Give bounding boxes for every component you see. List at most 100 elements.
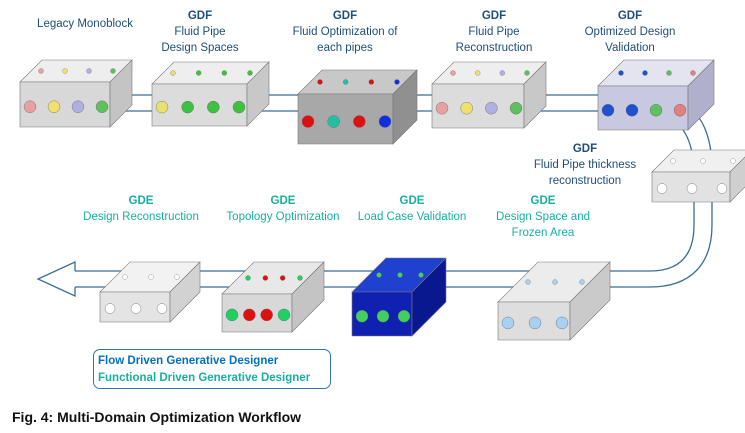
port-mark — [355, 310, 369, 323]
step-tag: GDE — [530, 195, 556, 207]
step-tag: GDF — [332, 10, 358, 22]
step-title: Design Space and — [496, 211, 590, 223]
arrow-head-left-icon — [36, 260, 76, 298]
port-mark — [378, 115, 392, 128]
block-design-reconstruction — [99, 261, 201, 323]
port-mark — [86, 68, 92, 74]
port-mark — [243, 308, 256, 322]
port-mark — [71, 100, 85, 113]
port-mark — [196, 70, 202, 76]
port-mark — [501, 316, 515, 330]
port-mark — [673, 103, 687, 117]
step-title-line2: reconstruction — [548, 175, 622, 187]
step-tag: GDF — [481, 10, 507, 22]
block-pipe-reconstruction — [431, 61, 547, 129]
port-mark — [104, 303, 116, 314]
port-mark — [110, 68, 116, 74]
port-mark — [260, 308, 273, 322]
port-mark — [649, 103, 663, 117]
port-mark — [353, 115, 366, 128]
step-title-line2: Frozen Area — [511, 227, 575, 239]
port-mark — [232, 100, 246, 114]
step-title: Fluid Pipe — [174, 26, 226, 38]
step-design-reconstruction: GDE Design Reconstruction — [83, 193, 199, 225]
port-mark — [460, 101, 473, 115]
block-load-case-validation — [351, 257, 447, 337]
port-mark — [262, 275, 268, 281]
step-tag: GDF — [572, 143, 598, 155]
figure-caption: Fig. 4: Multi-Domain Optimization Workfl… — [12, 409, 302, 425]
port-mark — [552, 279, 558, 285]
port-mark — [245, 275, 251, 281]
block-optimized-validation — [597, 59, 715, 131]
port-mark — [368, 79, 374, 85]
port-mark — [280, 275, 286, 281]
port-mark — [475, 70, 481, 76]
port-mark — [700, 158, 706, 164]
step-tag: GDE — [399, 195, 425, 207]
step-title-line2: each pipes — [317, 42, 373, 54]
port-mark — [317, 79, 323, 85]
step-load-case-validation: GDE Load Case Validation — [358, 193, 466, 225]
port-mark — [642, 70, 648, 76]
legend-functional-driven: Functional Driven Generative Designer — [98, 372, 311, 384]
block-design-spaces — [151, 61, 270, 127]
port-mark — [47, 100, 61, 113]
port-mark — [579, 279, 585, 285]
step-title: Design Reconstruction — [83, 211, 199, 223]
port-mark — [95, 100, 109, 113]
port-mark — [601, 103, 615, 117]
port-mark — [524, 70, 530, 76]
port-mark — [397, 310, 411, 323]
step-title: Fluid Optimization of — [292, 26, 398, 38]
step-title: Load Case Validation — [357, 211, 467, 223]
step-optimized-design-validation: GDF Optimized Design Validation — [585, 8, 676, 56]
port-mark — [155, 100, 169, 114]
port-mark — [509, 101, 523, 115]
port-mark — [618, 70, 624, 76]
step-fluid-pipe-design-spaces: GDF Fluid Pipe Design Spaces — [161, 8, 238, 56]
block-legacy-monoblock — [19, 59, 133, 128]
port-mark — [122, 274, 128, 280]
port-mark — [435, 101, 449, 115]
step-title-line2: Design Spaces — [161, 42, 239, 54]
port-mark — [525, 279, 531, 285]
port-mark — [343, 79, 349, 85]
step-tag: GDE — [128, 195, 154, 207]
port-mark — [225, 308, 239, 322]
block-topology-optimization — [221, 261, 325, 333]
port-mark — [670, 158, 676, 164]
port-mark — [174, 274, 180, 280]
port-mark — [528, 316, 542, 330]
step-title: Legacy Monoblock — [37, 18, 133, 30]
step-title: Optimized Design — [584, 26, 676, 38]
legend-box: Flow Driven Generative Designer Function… — [93, 349, 331, 389]
step-fluid-optimization: GDF Fluid Optimization of each pipes — [293, 8, 398, 56]
port-mark — [181, 100, 194, 114]
port-mark — [394, 79, 400, 85]
block-design-space-frozen — [497, 261, 611, 341]
port-mark — [397, 272, 403, 278]
port-mark — [301, 115, 315, 128]
port-mark — [690, 70, 696, 76]
port-mark — [376, 272, 382, 278]
port-mark — [555, 316, 569, 330]
step-title: Fluid Pipe — [468, 26, 520, 38]
port-mark — [716, 183, 728, 194]
step-title-line2: Validation — [605, 42, 655, 54]
step-fluid-pipe-reconstruction: GDF Fluid Pipe Reconstruction — [456, 8, 533, 56]
step-design-space-frozen-area: GDE Design Space and Frozen Area — [496, 193, 590, 241]
port-mark — [23, 100, 37, 113]
port-mark — [686, 183, 698, 194]
step-tag: GDE — [270, 195, 296, 207]
port-mark — [297, 275, 303, 281]
block-pipe-thickness — [651, 149, 745, 203]
step-legacy-monoblock: Legacy Monoblock — [37, 16, 133, 32]
port-mark — [327, 115, 340, 128]
port-mark — [656, 183, 668, 194]
port-mark — [499, 70, 505, 76]
port-mark — [277, 308, 291, 322]
block-fluid-optimization — [297, 69, 418, 145]
